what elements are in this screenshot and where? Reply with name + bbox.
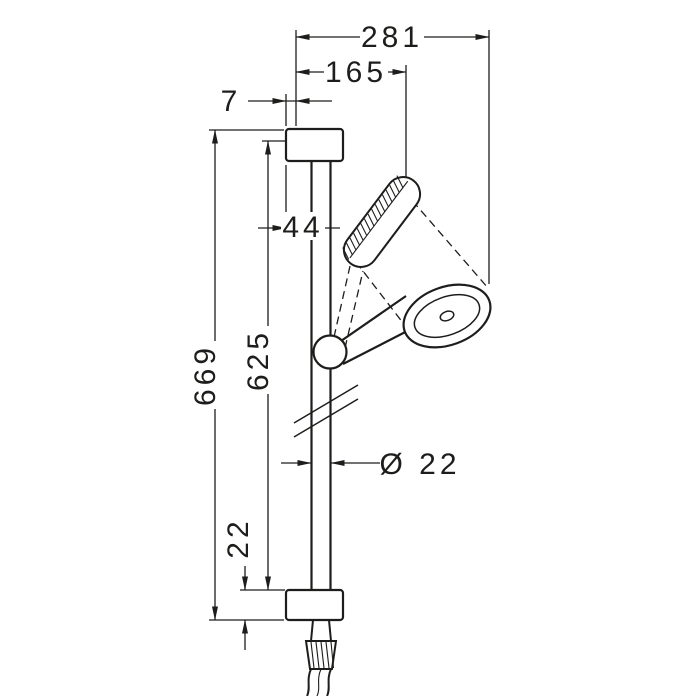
top-wall-bracket bbox=[284, 127, 345, 163]
shower-hose bbox=[306, 668, 332, 696]
handshower-body bbox=[342, 176, 422, 268]
hose-connector-knurling bbox=[310, 641, 335, 669]
dim-bottom-bracket-label: 22 bbox=[222, 517, 255, 558]
dim-head-center-label: 165 bbox=[325, 56, 387, 89]
label-background bbox=[360, 22, 424, 50]
hose-stub bbox=[310, 619, 332, 642]
bottom-wall-bracket bbox=[284, 588, 345, 622]
spray-face-inner-ring bbox=[413, 293, 481, 339]
shower-rail-set bbox=[284, 127, 492, 696]
handshower-swivel-dashed-lines bbox=[355, 190, 489, 333]
dimension-lines bbox=[209, 30, 490, 650]
dim-bar-diameter-label: Ø 22 bbox=[379, 448, 460, 481]
dimension-labels: 281 165 7 44 669 625 22 Ø 22 bbox=[189, 21, 460, 559]
dim-bar-length-label: 625 bbox=[242, 329, 275, 391]
rail-break-marks bbox=[293, 384, 359, 438]
handshower-spray-face bbox=[402, 283, 492, 349]
extension-lines-top-offset bbox=[285, 94, 296, 126]
handshower-upper-position bbox=[342, 175, 422, 268]
spray-face-center bbox=[439, 310, 455, 322]
shower-hose-inner-line bbox=[316, 668, 322, 696]
label-background bbox=[380, 448, 460, 477]
label-background bbox=[324, 57, 388, 85]
label-background bbox=[193, 341, 223, 409]
handshower-face-hatching bbox=[342, 175, 404, 260]
dim-top-offset-label: 7 bbox=[221, 85, 242, 118]
dim-total-width-label: 281 bbox=[361, 21, 423, 54]
dim-total-height-label: 669 bbox=[189, 344, 222, 406]
extension-lines-total-width bbox=[295, 30, 490, 284]
label-background bbox=[246, 326, 276, 394]
spray-face-outer-ring bbox=[402, 283, 492, 349]
dim-holder-depth-label: 44 bbox=[282, 211, 323, 244]
label-background bbox=[281, 212, 325, 240]
slider-holder bbox=[312, 334, 348, 370]
